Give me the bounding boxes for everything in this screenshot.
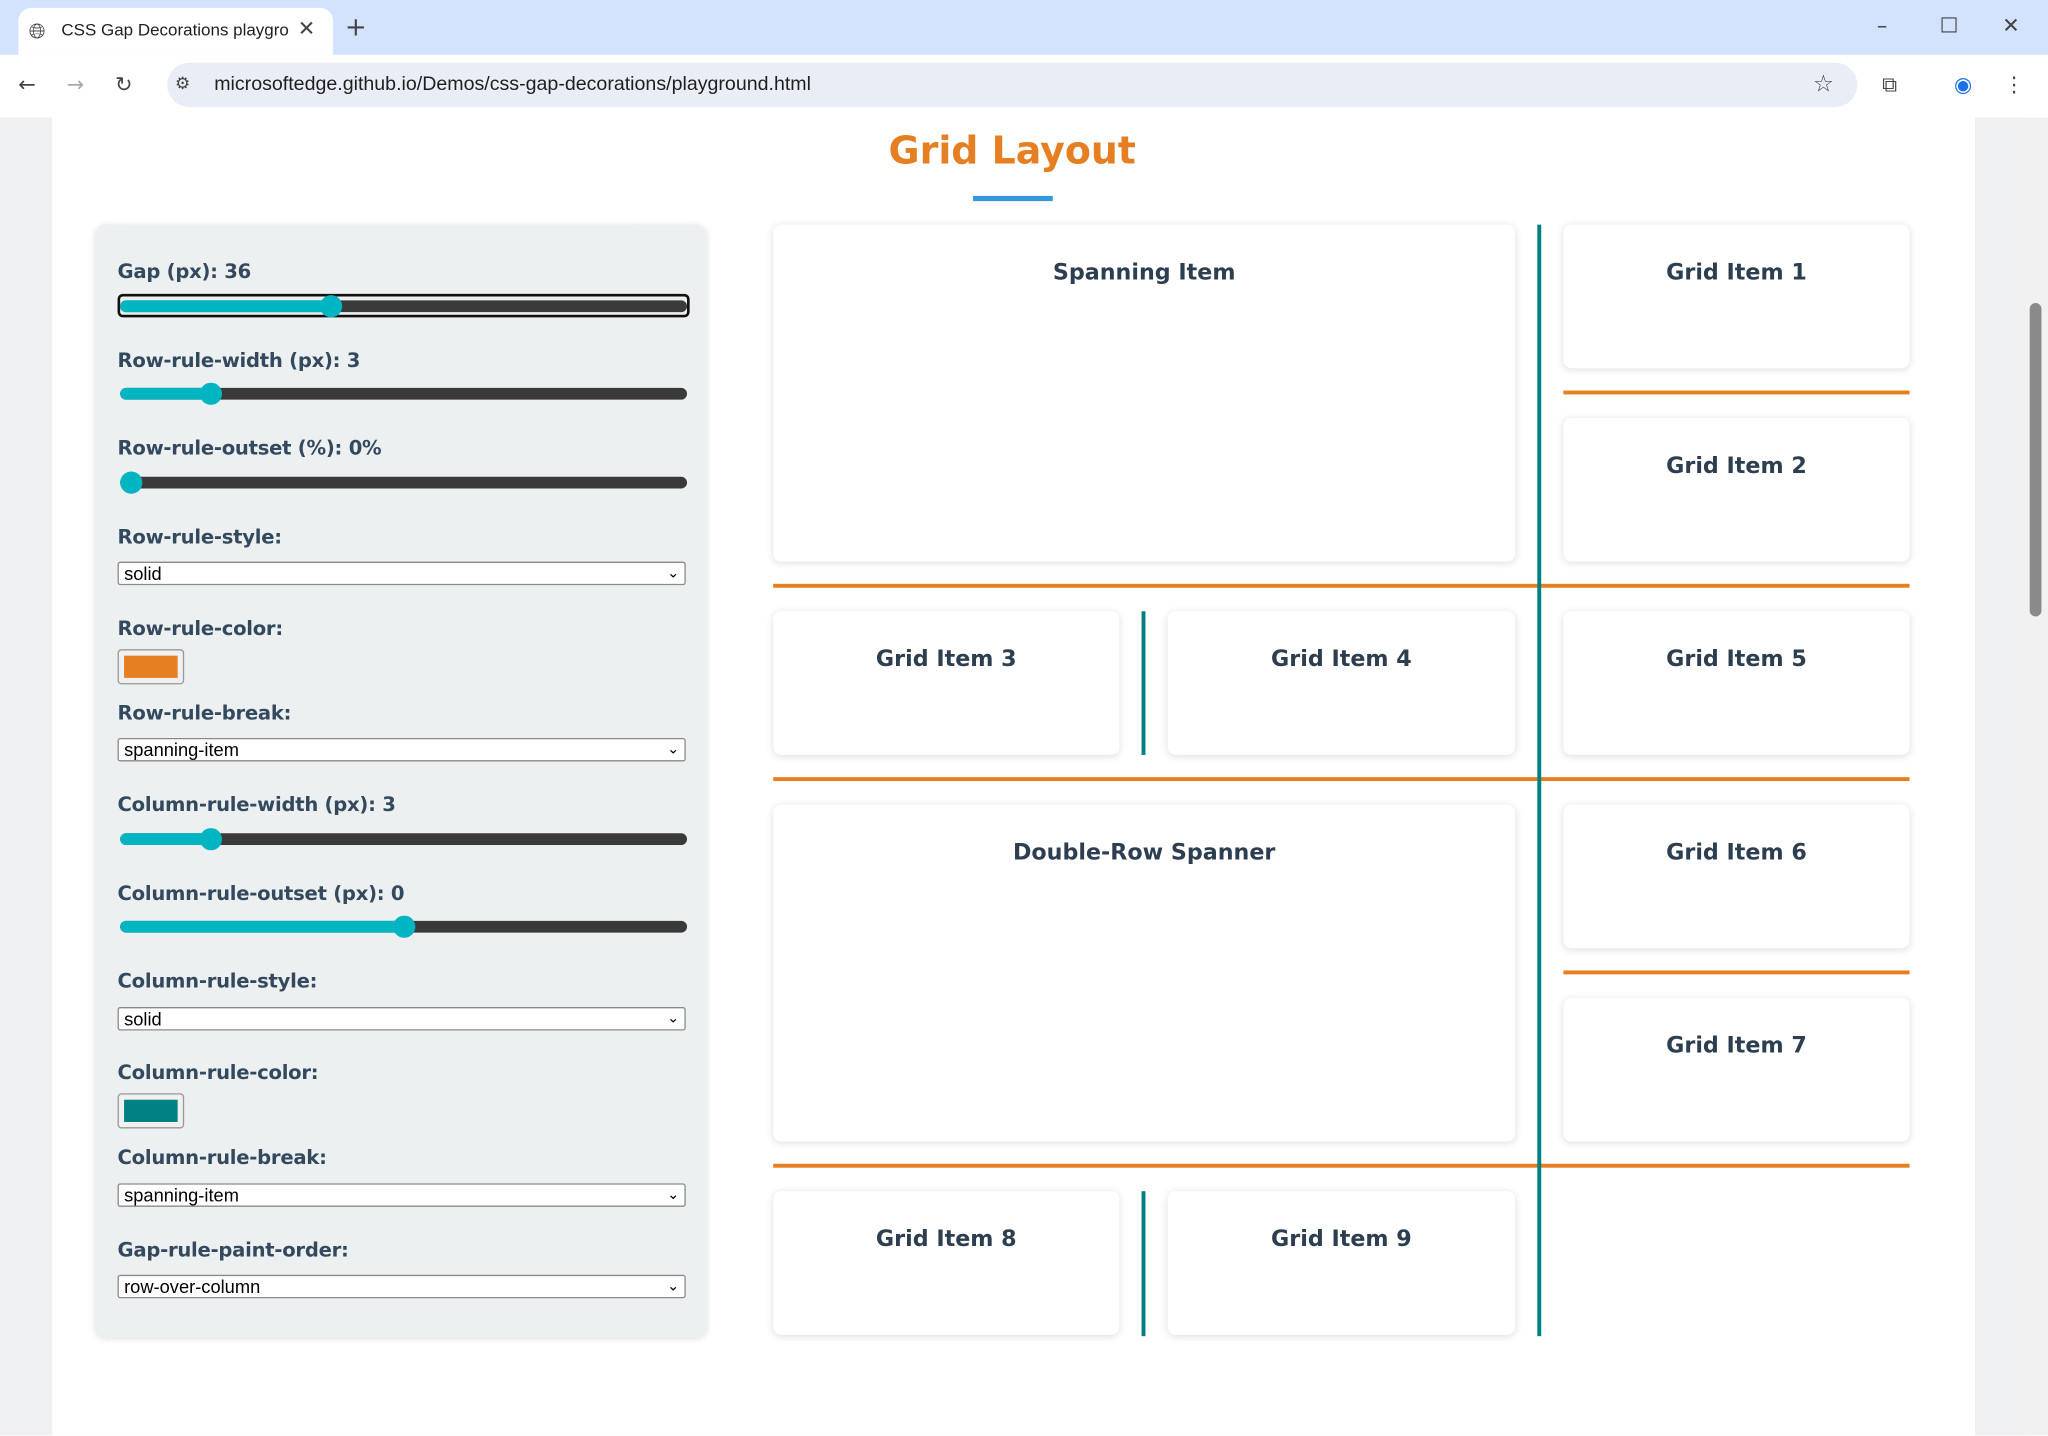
gap-rule-paint-order-label: Gap-rule-paint-order: [117,1238,349,1262]
slider-thumb[interactable] [319,295,342,318]
row-rule-outset-slider[interactable] [120,471,688,494]
gap-rule-paint-order-select[interactable]: row-over-column ⌄ [117,1274,686,1299]
select-value: row-over-column [124,1276,261,1297]
grid-item-9: Grid Item 9 [1167,1191,1516,1335]
row-rule-style-label: Row-rule-style: [117,525,283,549]
select-value: spanning-item [124,1184,239,1206]
row-rule [773,583,1910,588]
chevron-down-icon: ⌄ [667,1278,680,1295]
plus-icon[interactable]: + [344,10,367,42]
grid-item-8: Grid Item 8 [773,1191,1120,1335]
column-rule [1537,224,1542,1337]
globe-icon: 🌐︎ [28,18,46,44]
reload-icon[interactable]: ↻ [114,71,133,97]
row-rule-style-select[interactable]: solid ⌄ [117,561,686,586]
color-swatch-fill [124,655,178,678]
column-rule-outset-slider[interactable] [120,915,688,938]
column-rule-break-label: Column-rule-break: [117,1145,327,1169]
chevron-down-icon: ⌄ [667,1187,680,1203]
slider-thumb[interactable] [200,828,223,851]
column-rule-width-label: Column-rule-width (px): 3 [117,792,396,817]
row-rule [773,777,1910,782]
column-rule [1141,1191,1146,1337]
row-rule [1563,970,1910,975]
row-rule-width-slider[interactable] [120,382,688,405]
gap-label: Gap (px): 36 [117,259,252,284]
slider-thumb[interactable] [393,915,416,938]
profile-icon[interactable]: ◉ [1953,71,1973,97]
tab-title: CSS Gap Decorations playgroun [61,19,290,40]
grid-item-6: Grid Item 6 [1563,804,1910,949]
row-rule-color-label: Row-rule-color: [117,616,284,640]
slider-fill [120,833,211,846]
scrollbar-thumb[interactable] [2029,303,2042,617]
site-settings-icon[interactable]: ⚙ [175,74,191,95]
menu-icon[interactable]: ⋮ [2003,71,2025,97]
slider-thumb[interactable] [120,471,143,494]
select-value: solid [124,562,162,584]
grid-item-1: Grid Item 1 [1563,224,1910,369]
title-underline [973,195,1053,202]
row-rule [1563,390,1910,395]
column-rule-style-label: Column-rule-style: [117,969,318,993]
select-value: solid [124,1008,162,1030]
column-rule-outset-label: Column-rule-outset (px): 0 [117,881,405,906]
forward-icon[interactable]: → [66,71,85,97]
column-rule-style-select[interactable]: solid ⌄ [117,1007,686,1031]
browser-toolbar: ← → ↻ ⚙ microsoftedge.github.io/Demos/cs… [0,54,2048,118]
slider-fill [120,300,330,313]
star-icon[interactable]: ☆ [1812,70,1834,98]
chevron-down-icon: ⌄ [667,741,680,758]
row-rule-color-picker[interactable] [117,649,185,685]
browser-tab[interactable]: 🌐︎ CSS Gap Decorations playgroun ✕ [18,7,334,55]
column-rule-break-select[interactable]: spanning-item ⌄ [117,1183,686,1207]
double-row-spanner: Double-Row Spanner [773,804,1516,1142]
grid-item-5: Grid Item 5 [1563,611,1910,755]
slider-fill [120,387,211,400]
grid-item-4: Grid Item 4 [1167,611,1516,755]
window-close-icon[interactable]: ✕ [2002,13,2020,38]
close-icon[interactable]: ✕ [297,15,316,41]
maximize-icon[interactable]: ☐ [1939,13,1959,38]
slider-thumb[interactable] [200,382,223,405]
row-rule-break-label: Row-rule-break: [117,701,292,725]
slider-fill [120,920,404,933]
grid-item-2: Grid Item 2 [1563,417,1910,562]
column-rule-width-slider[interactable] [120,828,688,851]
column-rule-color-label: Column-rule-color: [117,1060,319,1085]
gap-slider[interactable] [120,295,688,318]
select-value: spanning-item [124,739,239,761]
chevron-down-icon: ⌄ [667,565,680,582]
row-rule-break-select[interactable]: spanning-item ⌄ [117,737,686,762]
minimize-icon[interactable]: – [1876,13,1888,38]
scrollbar[interactable] [2024,117,2048,1436]
row-rule-width-label: Row-rule-width (px): 3 [117,348,361,373]
back-icon[interactable]: ← [18,71,36,97]
gap-slider-focus [117,293,690,318]
column-rule-color-picker[interactable] [117,1093,185,1129]
controls-panel [95,224,707,1338]
row-rule [773,1163,1910,1168]
page-title: Grid Layout [888,127,1136,173]
row-rule-outset-label: Row-rule-outset (%): 0% [117,436,382,460]
extensions-icon[interactable]: ⧉ [1882,71,1898,97]
chevron-down-icon: ⌄ [667,1010,680,1027]
spanning-item: Spanning Item [773,224,1516,562]
column-rule [1141,611,1146,755]
tab-strip: 🌐︎ CSS Gap Decorations playgroun ✕ + – ☐… [0,0,2048,55]
color-swatch-fill [124,1099,178,1122]
grid-item-7: Grid Item 7 [1563,997,1910,1142]
address-bar[interactable]: ⚙ microsoftedge.github.io/Demos/css-gap-… [167,62,1858,108]
grid-item-3: Grid Item 3 [773,611,1120,755]
url-text: microsoftedge.github.io/Demos/css-gap-de… [214,73,811,96]
